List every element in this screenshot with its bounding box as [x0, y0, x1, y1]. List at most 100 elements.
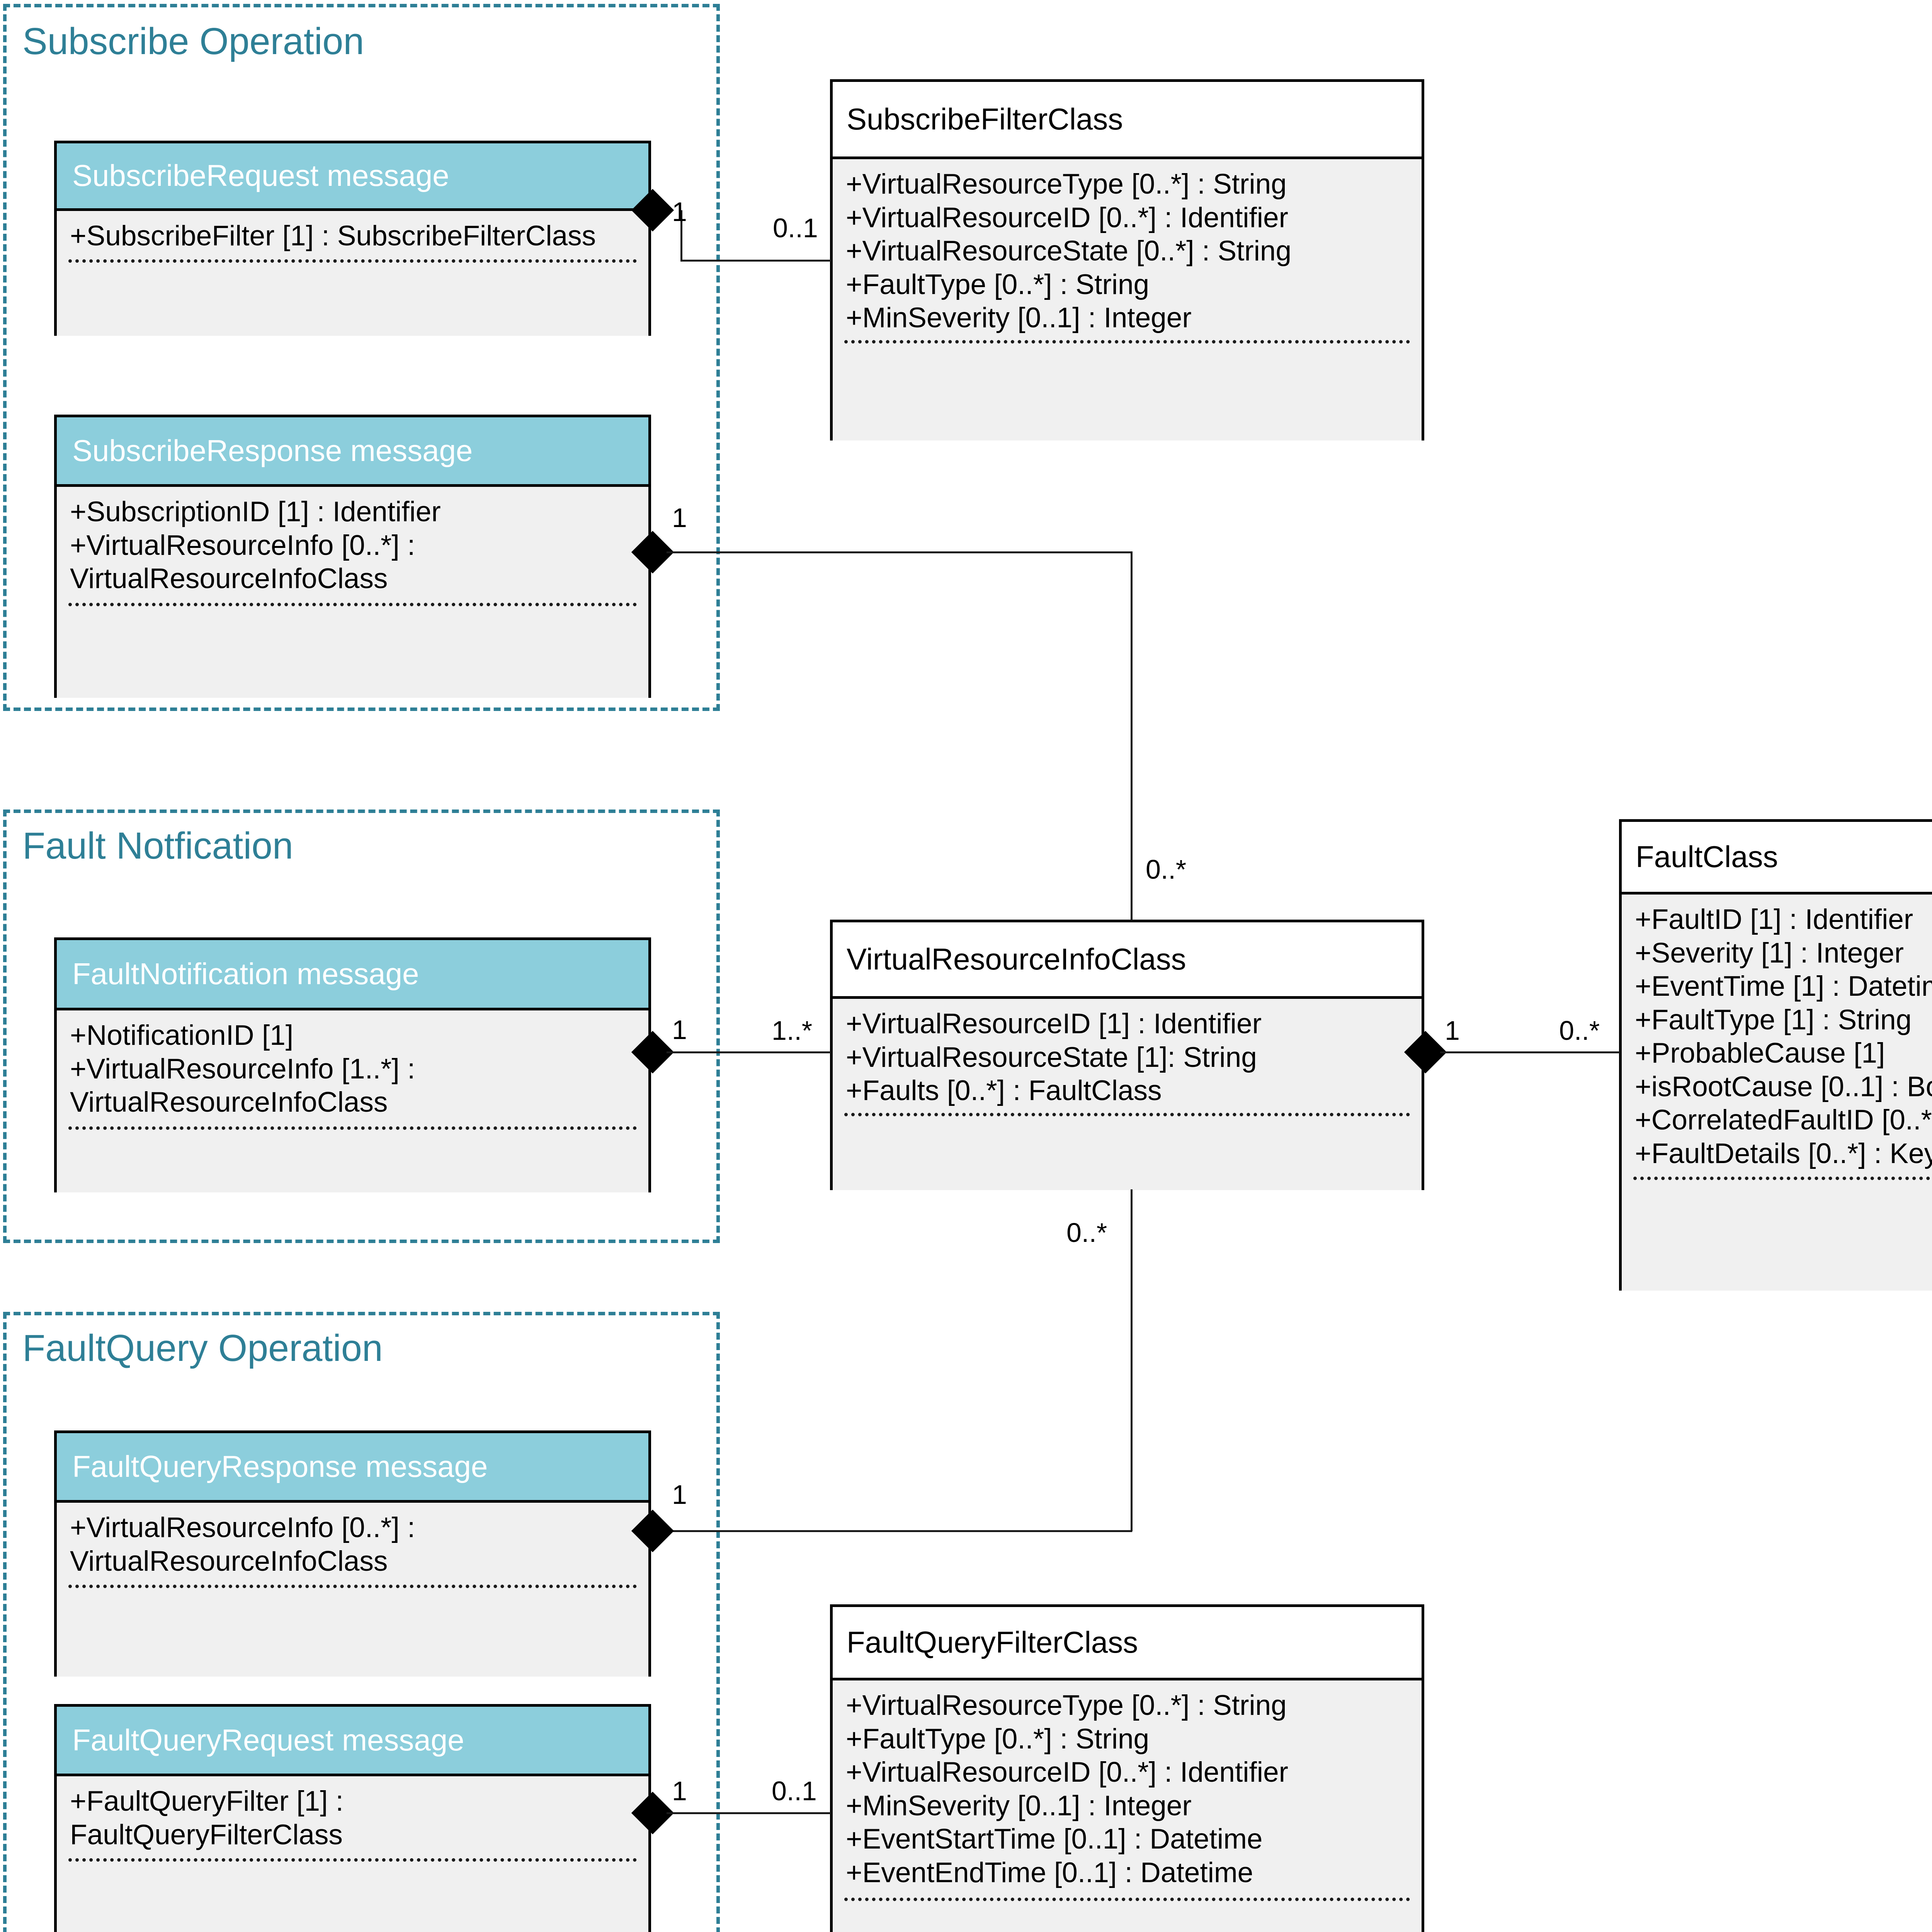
group-fault-notification [3, 810, 720, 1243]
attribute-row: +MinSeverity [0..1] : Integer [846, 302, 1192, 333]
class-header-faultquery-response: FaultQueryResponse message [57, 1433, 648, 1503]
attribute-row: +VirtualResourceInfo [0..*] : VirtualRes… [70, 1512, 415, 1577]
class-box-subscribe-request: SubscribeRequest message +SubscribeFilte… [54, 141, 651, 336]
class-header-fault-notification: FaultNotification message [57, 940, 648, 1010]
class-title-fault-class: FaultClass [1636, 839, 1778, 874]
class-header-subscribe-request: SubscribeRequest message [57, 143, 648, 211]
class-box-fault-notification: FaultNotification message +NotificationI… [54, 937, 651, 1192]
class-title-subscribe-response: SubscribeResponse message [72, 433, 473, 468]
connector-segment [1440, 1051, 1620, 1053]
connector-segment [680, 260, 831, 262]
connector-segment [667, 1530, 1132, 1532]
class-attributes-faultquery-response: +VirtualResourceInfo [0..*] : VirtualRes… [57, 1503, 648, 1677]
class-attributes-virtual-resource-info-class: +VirtualResourceID [1] : Identifier +Vir… [833, 999, 1422, 1190]
connector-segment [667, 551, 1132, 553]
multiplicity-label: 1 [672, 197, 687, 227]
class-header-virtual-resource-info-class: VirtualResourceInfoClass [833, 922, 1422, 999]
attribute-row: +VirtualResourceInfo [1..*] : VirtualRes… [70, 1053, 415, 1118]
attribute-row: +SubscriptionID [1] : Identifier [70, 496, 441, 527]
multiplicity-label: 1 [672, 1015, 687, 1045]
attribute-row: +FaultType [1] : String [1635, 1004, 1912, 1036]
attribute-row: +EventStartTime [0..1] : Datetime [846, 1823, 1263, 1855]
attribute-row: +VirtualResourceID [0..*] : Identifier [846, 202, 1288, 233]
attribute-row: +VirtualResourceState [0..*] : String [846, 235, 1292, 267]
attribute-row: +VirtualResourceID [1] : Identifier [846, 1008, 1262, 1039]
class-box-faultquery-response: FaultQueryResponse message +VirtualResou… [54, 1430, 651, 1677]
multiplicity-label: 0..* [1066, 1218, 1107, 1248]
multiplicity-label: 0..* [1146, 854, 1187, 884]
attribute-row: +Severity [1] : Integer [1635, 937, 1904, 969]
multiplicity-label: 0..1 [772, 1776, 817, 1806]
class-attributes-faultquery-request: +FaultQueryFilter [1] : FaultQueryFilter… [57, 1776, 648, 1932]
class-attributes-fault-class: +FaultID [1] : Identifier +Severity [1] … [1622, 895, 1932, 1291]
class-title-fault-notification: FaultNotification message [72, 956, 419, 991]
attribute-row: +Faults [0..*] : FaultClass [846, 1075, 1162, 1106]
group-title-fault-notification: Fault Notfication [22, 825, 293, 867]
class-attributes-subscribe-request: +SubscribeFilter [1] : SubscribeFilterCl… [57, 211, 648, 336]
multiplicity-label: 1 [672, 503, 687, 533]
compartment-separator [68, 259, 637, 263]
class-title-faultquery-request: FaultQueryRequest message [72, 1723, 464, 1757]
class-box-faultquery-filter-class: FaultQueryFilterClass +VirtualResourceTy… [830, 1604, 1424, 1932]
class-header-subscribe-response: SubscribeResponse message [57, 417, 648, 487]
attribute-row: +FaultType [0..*] : String [846, 1723, 1150, 1755]
attribute-row: +NotificationID [1] [70, 1020, 294, 1051]
attribute-row: +VirtualResourceState [1]: String [846, 1041, 1257, 1073]
class-title-faultquery-response: FaultQueryResponse message [72, 1449, 488, 1483]
class-attributes-faultquery-filter-class: +VirtualResourceType [0..*] : String +Fa… [833, 1680, 1422, 1932]
class-attributes-subscribe-filter-class: +VirtualResourceType [0..*] : String +Vi… [833, 159, 1422, 440]
attribute-row: +CorrelatedFaultID [0..*] : Identifier [1635, 1104, 1932, 1136]
attribute-row: +MinSeverity [0..1] : Integer [846, 1790, 1192, 1821]
attribute-row: +EventTime [1] : Datetime [1635, 971, 1932, 1002]
compartment-separator [68, 1858, 637, 1862]
class-header-subscribe-filter-class: SubscribeFilterClass [833, 82, 1422, 159]
class-header-faultquery-filter-class: FaultQueryFilterClass [833, 1607, 1422, 1680]
connector-segment [680, 210, 682, 260]
attribute-row: +FaultQueryFilter [1] : FaultQueryFilter… [70, 1786, 344, 1850]
group-faultquery-operation [3, 1312, 720, 1932]
multiplicity-label: 1 [1445, 1015, 1460, 1046]
attribute-row: +ProbableCause [1] [1635, 1037, 1885, 1069]
class-box-subscribe-filter-class: SubscribeFilterClass +VirtualResourceTyp… [830, 79, 1424, 440]
class-box-virtual-resource-info-class: VirtualResourceInfoClass +VirtualResourc… [830, 920, 1424, 1190]
multiplicity-label: 1 [672, 1776, 687, 1806]
class-box-subscribe-response: SubscribeResponse message +SubscriptionI… [54, 415, 651, 698]
class-header-fault-class: FaultClass [1622, 822, 1932, 895]
class-box-fault-class: FaultClass +FaultID [1] : Identifier +Se… [1619, 819, 1932, 1291]
multiplicity-label: 1 [672, 1480, 687, 1510]
group-subscribe-operation [3, 4, 720, 711]
class-box-faultquery-request: FaultQueryRequest message +FaultQueryFil… [54, 1704, 651, 1932]
compartment-separator [844, 1113, 1410, 1116]
class-title-subscribe-filter-class: SubscribeFilterClass [847, 102, 1123, 136]
group-title-subscribe-operation: Subscribe Operation [22, 20, 364, 62]
attribute-row: +FaultType [0..*] : String [846, 269, 1150, 300]
attribute-row: +SubscribeFilter [1] : SubscribeFilterCl… [70, 220, 596, 252]
compartment-separator [68, 603, 637, 606]
class-title-faultquery-filter-class: FaultQueryFilterClass [847, 1625, 1138, 1659]
attribute-row: +EventEndTime [0..1] : Datetime [846, 1857, 1253, 1888]
attribute-row: +FaultID [1] : Identifier [1635, 904, 1913, 935]
attribute-row: +VirtualResourceType [0..*] : String [846, 1690, 1287, 1721]
class-title-virtual-resource-info-class: VirtualResourceInfoClass [847, 942, 1186, 976]
attribute-row: +VirtualResourceInfo [0..*] : VirtualRes… [70, 529, 415, 595]
class-title-subscribe-request: SubscribeRequest message [72, 158, 449, 193]
multiplicity-label: 0..* [1559, 1015, 1600, 1046]
group-title-faultquery-operation: FaultQuery Operation [22, 1327, 383, 1369]
attribute-row: +VirtualResourceType [0..*] : String [846, 168, 1287, 200]
compartment-separator [68, 1585, 637, 1588]
attribute-row: +FaultDetails [0..*] : Key-Value pairs [1635, 1138, 1932, 1169]
compartment-separator [844, 1898, 1410, 1901]
connector-segment [1131, 551, 1133, 920]
class-attributes-subscribe-response: +SubscriptionID [1] : Identifier +Virtua… [57, 487, 648, 698]
compartment-separator [1633, 1177, 1932, 1180]
class-header-faultquery-request: FaultQueryRequest message [57, 1707, 648, 1776]
class-attributes-fault-notification: +NotificationID [1] +VirtualResourceInfo… [57, 1010, 648, 1192]
connector-segment [1131, 1189, 1133, 1531]
attribute-row: +VirtualResourceID [0..*] : Identifier [846, 1757, 1288, 1788]
attribute-row: +isRootCause [0..1] : Boolean [1635, 1071, 1932, 1102]
compartment-separator [844, 340, 1410, 344]
multiplicity-label: 0..1 [773, 213, 818, 243]
connector-segment [667, 1812, 831, 1814]
connector-segment [667, 1051, 831, 1053]
